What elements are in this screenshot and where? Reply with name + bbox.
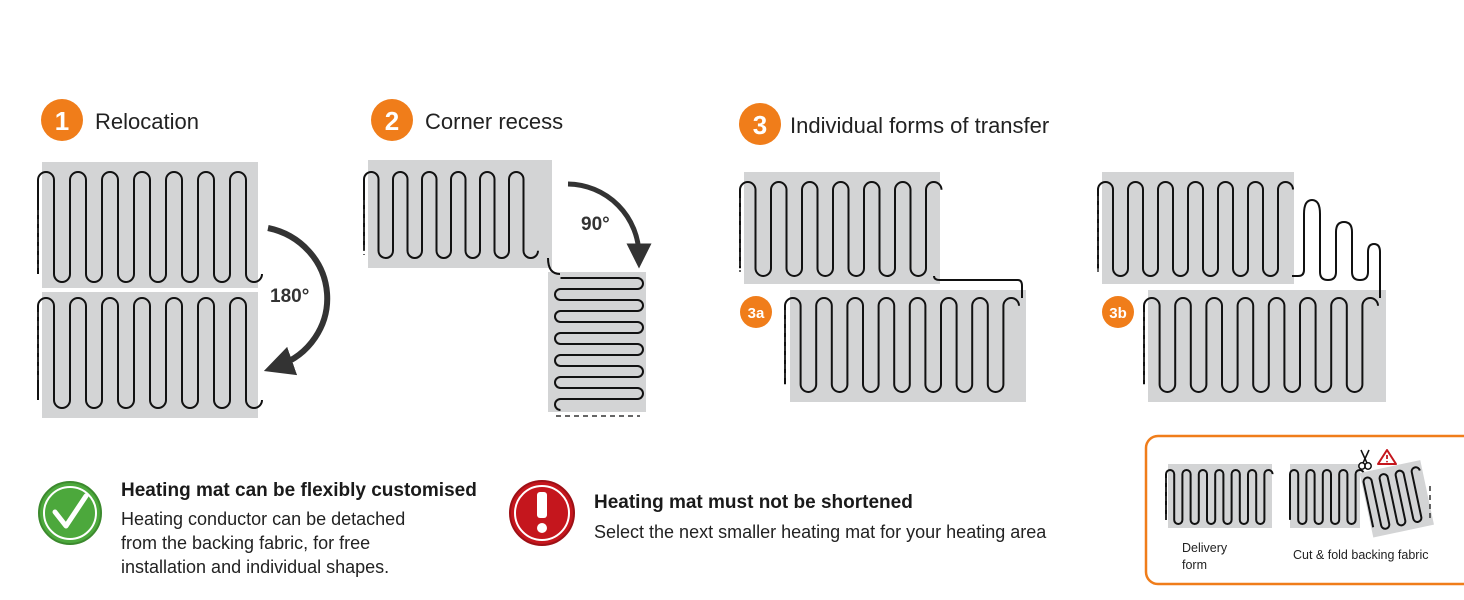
- rotate-arrow-icon: [567, 181, 652, 269]
- heating-wire: [1165, 469, 1274, 525]
- checkmark-icon: [52, 493, 89, 529]
- step-3b-label: 3b: [1109, 305, 1127, 322]
- mat-3b-upper: [1102, 172, 1294, 284]
- mat-upper-wire: [363, 171, 539, 259]
- step-2-title: Corner recess: [425, 109, 563, 134]
- mat-3a-upper-wire: [739, 181, 943, 277]
- mat-top-wire: [37, 171, 263, 283]
- step-1-number: 1: [55, 106, 69, 136]
- step-3a-badge-circle: [740, 296, 772, 328]
- info-ok-line-3: installation and individual shapes.: [121, 557, 389, 577]
- info-ok-line-2: from the backing fabric, for free: [121, 533, 370, 553]
- inset-delivery-wire: [1165, 469, 1274, 525]
- mat-3a-lower: [790, 290, 1026, 402]
- inset-cut-wire-left: [1289, 469, 1365, 525]
- mat-3a-lower-wire: [784, 297, 1020, 393]
- inset-cut-label: Cut & fold backing fabric: [1293, 548, 1429, 562]
- heating-wire: [1362, 466, 1423, 530]
- heating-wire: [1289, 469, 1365, 525]
- exclamation-icon-dot: [537, 523, 547, 533]
- step-3-badge: 3: [739, 103, 781, 145]
- step-3b-badge-circle: [1102, 296, 1134, 328]
- heating-wire: [363, 171, 539, 259]
- step-3-individual-forms: 3 Individual forms of transfer 3a 3b: [739, 103, 1386, 402]
- mat-upper: [368, 160, 552, 268]
- step-1-badge: 1: [41, 99, 83, 141]
- step-3a-label: 3a: [748, 305, 765, 322]
- heating-wire: [37, 171, 263, 283]
- inset-delivery-label-1: Delivery: [1182, 541, 1228, 555]
- heating-wire: [37, 297, 263, 409]
- info-warn-line-1: Select the next smaller heating mat for …: [594, 522, 1047, 542]
- inset-delivery-label-2: form: [1182, 558, 1207, 572]
- heating-wire: [1097, 181, 1294, 277]
- step-3-badge-circle: [739, 103, 781, 145]
- info-not-shortened: Heating mat must not be shortened Select…: [509, 480, 1047, 546]
- rotate-arrow-icon: [263, 225, 331, 376]
- heating-wire: [1143, 297, 1379, 393]
- inset-cut-mat-right: [1359, 460, 1434, 538]
- step-3-title: Individual forms of transfer: [790, 113, 1049, 138]
- mat-bottom-wire: [37, 297, 263, 409]
- step-2-badge-circle: [371, 99, 413, 141]
- step-3b-badge: 3b: [1102, 296, 1134, 328]
- step-3-number: 3: [753, 110, 767, 140]
- exclamation-icon: [537, 492, 547, 518]
- mat-3a-upper: [744, 172, 940, 284]
- step-2-angle: 90°: [581, 214, 610, 235]
- inset-cut-wire-right: [1362, 466, 1423, 530]
- info-ok-title: Heating mat can be flexibly customised: [121, 480, 477, 501]
- step-1-badge-circle: [41, 99, 83, 141]
- step-2-badge: 2: [371, 99, 413, 141]
- mat-3b-connector: [1292, 198, 1381, 298]
- mat-3b-lower-wire: [1143, 297, 1379, 393]
- step-3a-badge: 3a: [740, 296, 772, 328]
- heating-wire: [554, 277, 644, 411]
- step-2-number: 2: [385, 106, 399, 136]
- mat-connector: [547, 257, 561, 275]
- info-ok-line-1: Heating conductor can be detached: [121, 509, 405, 529]
- mat-rotated-wire: [554, 277, 644, 411]
- inset-cut-mat-folded: [1359, 460, 1434, 538]
- checkmark-icon-ring: [43, 486, 97, 540]
- scissors-icon: [1358, 449, 1372, 470]
- warning-triangle-icon: [1377, 449, 1397, 465]
- info-flexible: Heating mat can be flexibly customised H…: [38, 480, 477, 577]
- mat-3a-connector: [933, 275, 1023, 298]
- step-1-relocation: 1 Relocation 180°: [37, 99, 331, 418]
- heating-wire: [739, 181, 943, 277]
- heating-wire: [784, 297, 1020, 393]
- mat-rotated: [548, 272, 646, 412]
- info-warn-title: Heating mat must not be shortened: [594, 492, 913, 513]
- step-1-title: Relocation: [95, 109, 199, 134]
- mat-3b-upper-wire: [1097, 181, 1294, 277]
- checkmark-icon-bg: [38, 481, 102, 545]
- step-2-corner-recess: 2 Corner recess 90°: [363, 99, 652, 417]
- inset-delivery-mat: [1168, 464, 1272, 528]
- inset-cut-mat-left: [1290, 464, 1360, 528]
- step-1-angle: 180°: [270, 286, 309, 307]
- exclamation-icon-ring: [514, 485, 570, 541]
- inset-box: Delivery form Cut & fold backing fabric: [1144, 434, 1464, 586]
- mat-3b-lower: [1148, 290, 1386, 402]
